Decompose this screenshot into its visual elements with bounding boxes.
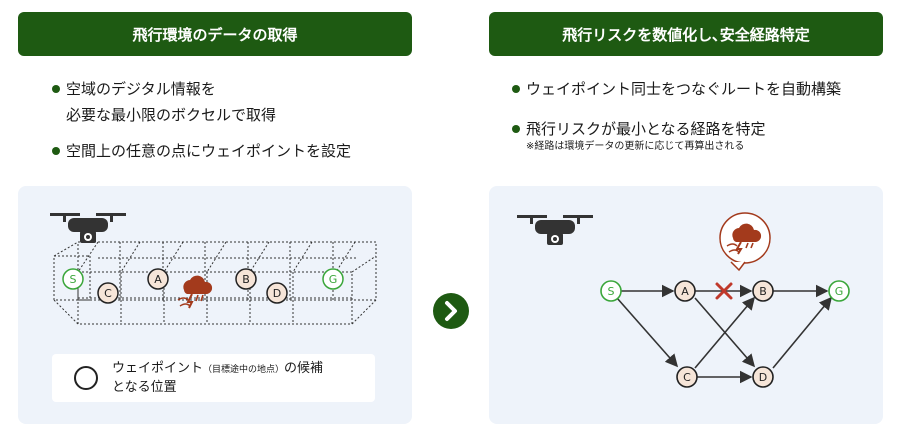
svg-text:G: G (835, 285, 844, 298)
drone-icon (50, 213, 126, 243)
svg-text:B: B (759, 285, 767, 298)
blocked-x-icon (715, 282, 733, 300)
right-bullet-1: ウェイポイント同士をつなぐルートを自動構築 (512, 76, 841, 102)
node-g: G (828, 280, 850, 302)
svg-text:A: A (154, 273, 162, 286)
node-d: D (752, 366, 774, 388)
drone-icon (517, 215, 593, 245)
waypoint-s: S (62, 268, 84, 290)
left-bullet-1: 空域のデジタル情報を 必要な最小限のボクセルで取得 (52, 76, 351, 128)
svg-text:C: C (683, 371, 691, 384)
waypoint-g: G (322, 268, 344, 290)
node-a: A (674, 280, 696, 302)
route-panel: S A B C D G (489, 186, 883, 424)
left-bullet-list: 空域のデジタル情報を 必要な最小限のボクセルで取得 空間上の任意の点にウェイポイ… (52, 76, 351, 164)
right-section-title: 飛行リスクを数値化し､安全経路特定 (562, 25, 810, 44)
voxel-panel: S C A B D G ウェイ (18, 186, 412, 424)
right-bullet-list: ウェイポイント同士をつなぐルートを自動構築 飛行リスクが最小となる経路を特定 ※… (512, 76, 841, 154)
legend-text: ウェイポイント（目標途中の地点）の候補 となる位置 (112, 360, 324, 395)
svg-text:D: D (273, 287, 281, 300)
right-section-banner: 飛行リスクを数値化し､安全経路特定 (489, 12, 883, 56)
waypoint-b: B (235, 268, 257, 290)
svg-text:A: A (681, 285, 689, 298)
route-edges (616, 284, 833, 384)
svg-text:S: S (608, 285, 615, 298)
svg-text:S: S (70, 273, 77, 286)
chevron-right-icon (445, 301, 457, 321)
svg-text:C: C (104, 287, 112, 300)
waypoint-c: C (97, 282, 119, 304)
storm-icon (719, 212, 771, 272)
left-section-title: 飛行環境のデータの取得 (132, 25, 298, 44)
left-section-banner: 飛行環境のデータの取得 (18, 12, 412, 56)
right-note: ※経路は環境データの更新に応じて再算出される (526, 141, 745, 152)
svg-text:D: D (759, 371, 767, 384)
waypoint-a: A (147, 268, 169, 290)
storm-icon (177, 275, 213, 309)
next-step-indicator (433, 293, 469, 329)
node-s: S (600, 280, 622, 302)
left-bullet-2: 空間上の任意の点にウェイポイントを設定 (52, 138, 351, 164)
node-b: B (752, 280, 774, 302)
waypoint-d: D (266, 282, 288, 304)
legend-circle-icon (74, 366, 98, 390)
route-graph: S A B C D G (517, 212, 850, 388)
node-c: C (676, 366, 698, 388)
voxel-diagram: S C A B D G (50, 213, 377, 325)
voxel-grid (53, 241, 377, 325)
svg-text:G: G (329, 273, 338, 286)
waypoint-legend: ウェイポイント（目標途中の地点）の候補 となる位置 (52, 354, 375, 402)
right-bullet-2: 飛行リスクが最小となる経路を特定 (512, 116, 841, 142)
svg-text:B: B (242, 273, 250, 286)
